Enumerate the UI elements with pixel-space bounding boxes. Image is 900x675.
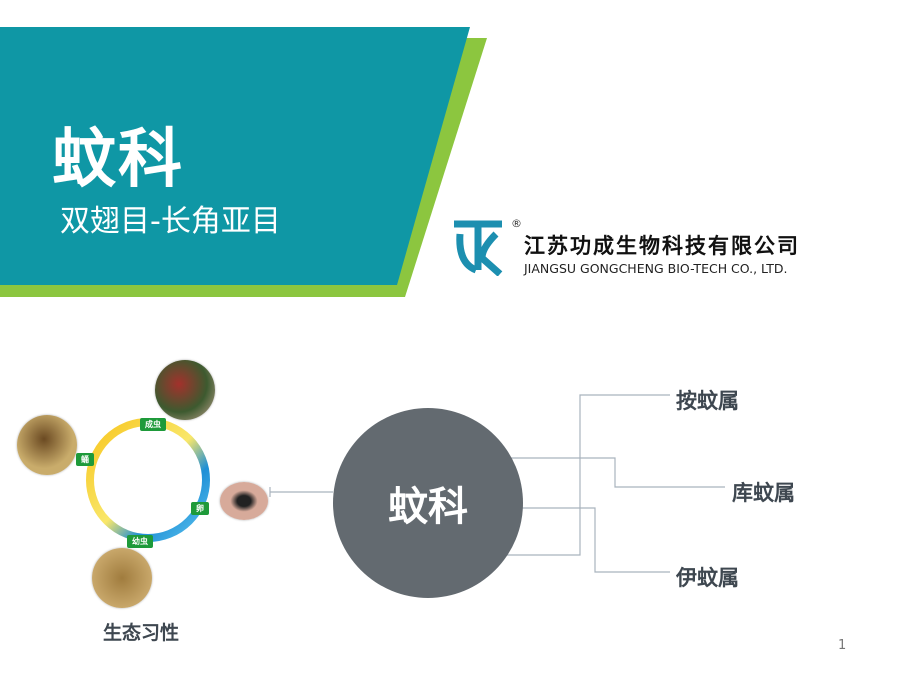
title-banner [0, 27, 487, 297]
company-logo-icon [454, 220, 503, 276]
larva-photo [92, 548, 152, 608]
genus-aedes: 伊蚊属 [676, 566, 739, 590]
stage-larva-tag: 幼虫 [127, 535, 153, 548]
page-number: 1 [838, 638, 847, 653]
page-subtitle: 双翅目-长角亚目 [60, 204, 281, 239]
page-title: 蚊科 [52, 123, 184, 197]
stage-adult-tag: 成虫 [140, 418, 166, 431]
life-cycle-caption: 生态习性 [103, 622, 180, 644]
stage-egg-tag: 卵 [191, 502, 209, 515]
pupa-photo [17, 415, 77, 475]
life-cycle-ring [86, 418, 210, 542]
registered-mark: ® [511, 217, 522, 230]
center-node: 蚊科 [333, 408, 523, 598]
stage-pupa-tag: 蛹 [76, 453, 94, 466]
company-name-cn: 江苏功成生物科技有限公司 [524, 234, 800, 258]
company-name-en: JIANGSU GONGCHENG BIO-TECH CO., LTD. [524, 261, 788, 276]
egg-photo [220, 482, 268, 520]
adult-mosquito-photo [155, 360, 215, 420]
genus-anopheles: 按蚊属 [676, 389, 739, 413]
genus-culex: 库蚊属 [732, 481, 795, 505]
